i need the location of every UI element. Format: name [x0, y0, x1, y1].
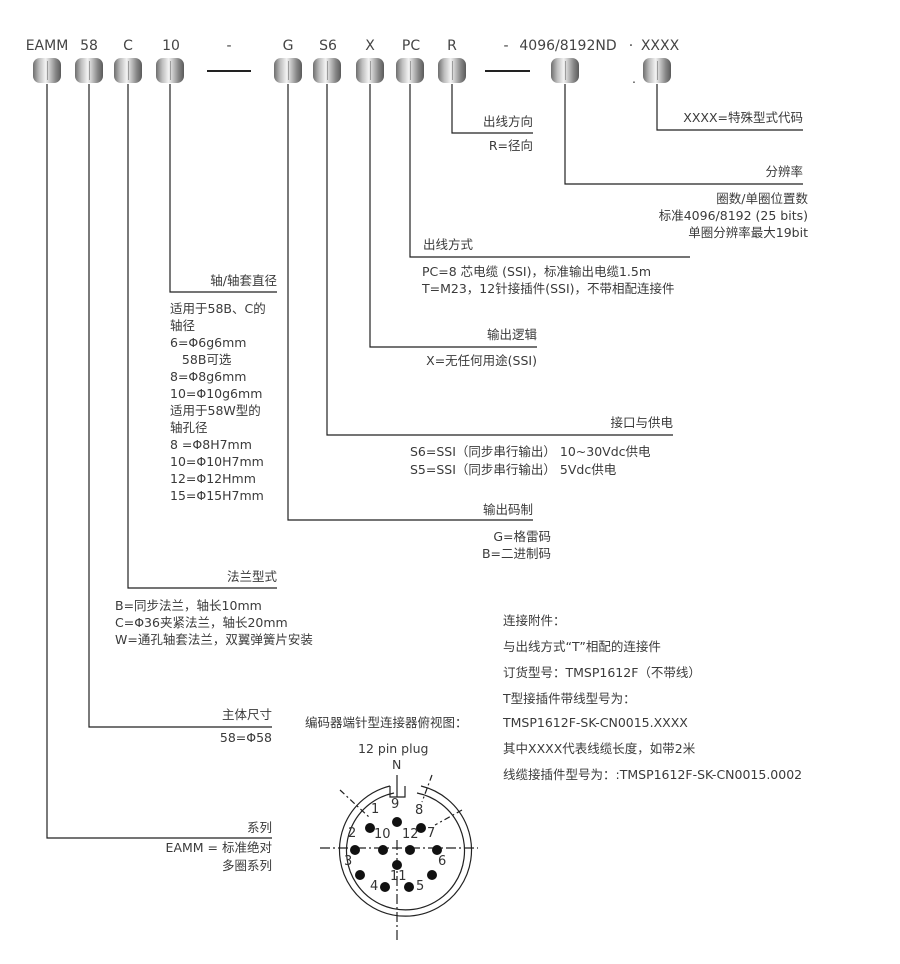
- shaft-line: 轴径: [170, 318, 196, 333]
- code-pill: [313, 58, 341, 83]
- shaft-line: 12=Φ12Hmm: [170, 471, 256, 486]
- code-direction: R: [447, 38, 457, 54]
- flange-line: W=通孔轴套法兰，双翼弹簧片安装: [115, 632, 313, 647]
- code-pill: [551, 58, 579, 83]
- interface-line: S6=SSI（同步串行输出） 10~30Vdc供电: [410, 444, 651, 459]
- pin-label: 12: [402, 827, 419, 842]
- shaft-line: 适用于58W型的: [170, 403, 261, 418]
- outlet-line: T=M23，12针接插件(SSI)，不带相配连接件: [422, 281, 675, 296]
- connector-pinout: 1 2 3 4 5 6 7 8 9 10 11 12: [320, 774, 478, 940]
- pin-label: 9: [391, 797, 399, 812]
- shaft-line: 8 =Φ8H7mm: [170, 437, 252, 452]
- code-special: XXXX: [640, 38, 680, 54]
- accessory-line: TMSP1612F-SK-CN0015.XXXX: [503, 715, 688, 730]
- shaft-line: 6=Φ6g6mm: [170, 335, 247, 350]
- code-pill: [396, 58, 424, 83]
- plug-label: 12 pin plug: [358, 741, 429, 756]
- accessory-line: 订货型号：TMSP1612F（不带线）: [503, 665, 701, 680]
- pin-label: 11: [390, 869, 407, 884]
- dot-separator: .: [632, 71, 636, 86]
- body-line: 58=Φ58: [219, 730, 272, 745]
- code-interface: S6: [319, 38, 337, 54]
- interface-line: S5=SSI（同步串行输出） 5Vdc供电: [410, 462, 617, 477]
- code-dash: -: [503, 38, 509, 54]
- accessory-line: 其中XXXX代表线缆长度，如带2米: [503, 741, 696, 756]
- direction-title: 出线方向: [482, 114, 533, 129]
- accessory-line: 线缆接插件型号为：:TMSP1612F-SK-CN0015.0002: [503, 767, 803, 782]
- code-flange: C: [123, 38, 133, 54]
- code-outlet: PC: [401, 38, 421, 54]
- code-pill: [75, 58, 103, 83]
- code-title: 输出码制: [482, 502, 533, 517]
- code-pill: [114, 58, 142, 83]
- outlet-line: PC=8 芯电缆 (SSI)，标准输出电缆1.5m: [422, 264, 652, 279]
- interface-title: 接口与供电: [610, 415, 673, 430]
- resolution-line: 标准4096/8192 (25 bits): [658, 208, 808, 223]
- pin-label: 8: [415, 803, 423, 818]
- code-dot: ·: [628, 38, 634, 54]
- series-line: EAMM = 标准绝对: [165, 840, 272, 855]
- code-resolution: 4096/8192ND: [519, 38, 617, 54]
- flange-line: B=同步法兰，轴长10mm: [115, 598, 262, 613]
- code-output: G: [282, 38, 294, 54]
- pin-label: 6: [438, 854, 446, 869]
- direction-line: R=径向: [488, 138, 533, 153]
- shaft-line: 15=Φ15H7mm: [170, 488, 264, 503]
- code-line: B=二进制码: [481, 546, 551, 561]
- code-pill: [156, 58, 184, 83]
- series-line: 多圈系列: [221, 858, 272, 873]
- pin-label: 2: [348, 826, 356, 841]
- pin-label: 7: [427, 826, 435, 841]
- shaft-line: 轴孔径: [170, 420, 208, 435]
- pin-label: 10: [374, 827, 391, 842]
- code-pill: [438, 58, 466, 83]
- outlet-title: 出线方式: [423, 237, 474, 252]
- accessory-line: 连接附件：: [503, 613, 566, 628]
- flange-line: C=Φ36夹紧法兰，轴长20mm: [115, 615, 288, 630]
- pin-label: 4: [370, 879, 378, 894]
- code-logic: X: [365, 38, 375, 54]
- resolution-title: 分辨率: [765, 164, 803, 179]
- flange-title: 法兰型式: [226, 569, 277, 584]
- code-body: 58: [80, 38, 98, 54]
- shaft-title: 轴/轴套直径: [210, 273, 277, 288]
- shaft-options: 适用于58B、C的 轴径 6=Φ6g6mm 58B可选 8=Φ8g6mm 10=…: [170, 300, 266, 504]
- dash-line: [485, 70, 530, 72]
- code-shaft: 10: [162, 38, 180, 54]
- code-pill: [643, 58, 671, 83]
- north-label: N: [392, 757, 402, 772]
- logic-title: 输出逻辑: [486, 327, 537, 342]
- connector-caption: 编码器端针型连接器俯视图：: [305, 715, 468, 730]
- code-dash: -: [226, 38, 232, 54]
- dash-line: [207, 70, 251, 72]
- resolution-line: 单圈分辨率最大19bit: [688, 225, 808, 240]
- accessory-line: T型接插件带线型号为：: [503, 691, 636, 706]
- series-title: 系列: [246, 820, 272, 835]
- code-line: G=格雷码: [493, 529, 551, 544]
- shaft-line: 8=Φ8g6mm: [170, 369, 247, 384]
- code-pill: [356, 58, 384, 83]
- shaft-line: 10=Φ10H7mm: [170, 454, 264, 469]
- pin-label: 5: [416, 879, 424, 894]
- code-pill: [274, 58, 302, 83]
- accessory-line: 与出线方式“T”相配的连接件: [503, 639, 661, 654]
- code-series: EAMM: [25, 38, 69, 54]
- resolution-line: 圈数/单圈位置数: [716, 191, 808, 206]
- body-title: 主体尺寸: [221, 707, 272, 722]
- pin-label: 3: [344, 854, 352, 869]
- pin-label: 1: [371, 802, 379, 817]
- logic-line: X=无任何用途(SSI): [426, 353, 537, 368]
- special-label: XXXX=特殊型式代码: [683, 110, 803, 125]
- code-pill: [33, 58, 61, 83]
- shaft-line: 58B可选: [170, 352, 232, 367]
- shaft-line: 10=Φ10g6mm: [170, 386, 263, 401]
- shaft-line: 适用于58B、C的: [170, 301, 266, 316]
